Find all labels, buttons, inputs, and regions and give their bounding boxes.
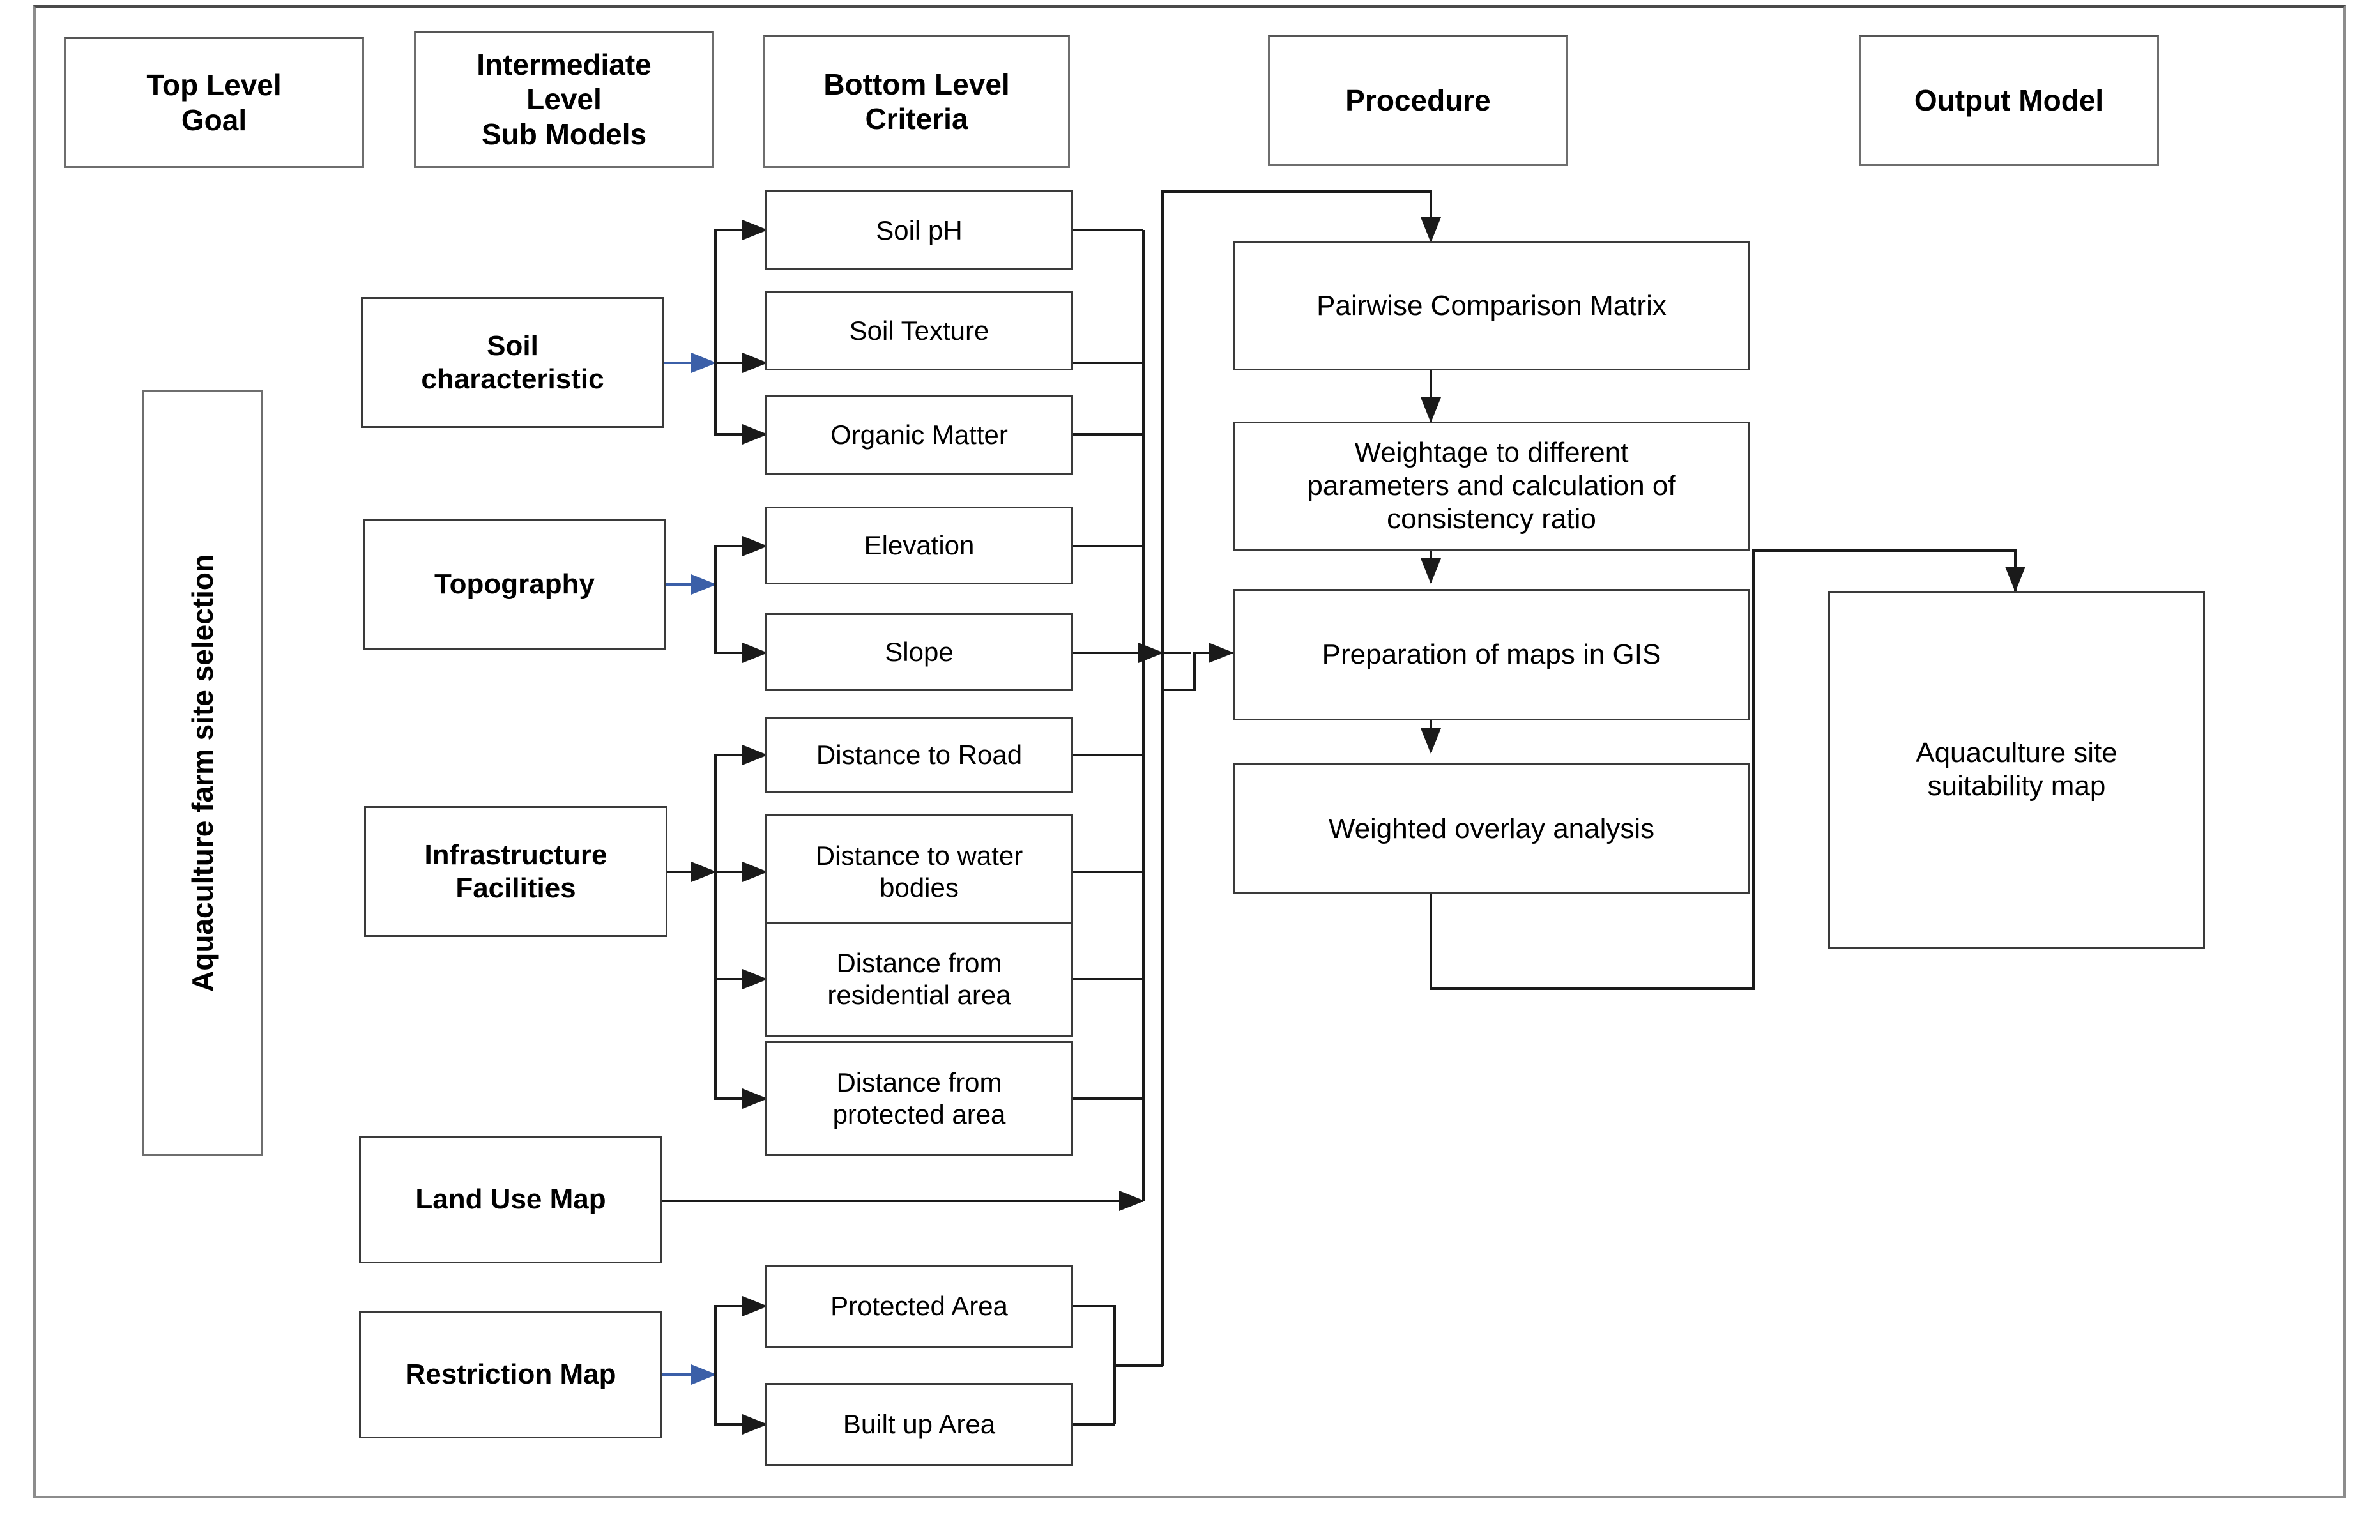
criteria-built-up-area: Built up Area <box>765 1383 1073 1466</box>
column-header-label: Top Level Goal <box>146 68 282 137</box>
goal-box: Aquaculture farm site selection <box>142 390 263 1156</box>
criteria-distance-to-road: Distance to Road <box>765 717 1073 793</box>
column-header-top-level-goal: Top Level Goal <box>64 37 364 168</box>
criteria-label: Built up Area <box>843 1409 996 1440</box>
criteria-organic-matter: Organic Matter <box>765 395 1073 475</box>
sub-model-label: Infrastructure Facilities <box>424 839 607 904</box>
criteria-label: Soil Texture <box>849 315 989 346</box>
sub-model-infrastructure-facilities: Infrastructure Facilities <box>364 806 667 937</box>
sub-model-label: Soil characteristic <box>421 330 604 395</box>
procedure-weightage-consistency-ratio: Weightage to different parameters and ca… <box>1233 422 1750 551</box>
criteria-label: Distance to Road <box>816 740 1023 770</box>
column-header-label: Intermediate Level Sub Models <box>477 48 652 151</box>
sub-model-label: Restriction Map <box>405 1359 616 1391</box>
criteria-protected-area: Protected Area <box>765 1265 1073 1348</box>
column-header-bottom-level-criteria: Bottom Level Criteria <box>763 35 1070 168</box>
criteria-label: Organic Matter <box>830 419 1008 450</box>
procedure-pairwise-comparison-matrix: Pairwise Comparison Matrix <box>1233 241 1750 370</box>
criteria-label: Distance from residential area <box>827 948 1011 1010</box>
criteria-label: Protected Area <box>830 1291 1008 1322</box>
procedure-label: Preparation of maps in GIS <box>1322 639 1661 671</box>
column-header-output-model: Output Model <box>1859 35 2159 166</box>
criteria-soil-texture: Soil Texture <box>765 291 1073 370</box>
column-header-procedure: Procedure <box>1268 35 1568 166</box>
sub-model-label: Land Use Map <box>415 1184 606 1216</box>
criteria-distance-from-protected-area: Distance from protected area <box>765 1041 1073 1156</box>
sub-model-soil-characteristic: Soil characteristic <box>361 297 664 428</box>
criteria-soil-ph: Soil pH <box>765 190 1073 270</box>
criteria-label: Slope <box>885 637 954 667</box>
sub-model-land-use-map: Land Use Map <box>359 1136 662 1263</box>
criteria-label: Soil pH <box>876 215 963 245</box>
column-header-label: Output Model <box>1914 84 2104 118</box>
sub-model-restriction-map: Restriction Map <box>359 1311 662 1438</box>
criteria-distance-to-water-bodies: Distance to water bodies <box>765 814 1073 929</box>
procedure-label: Weighted overlay analysis <box>1328 812 1655 844</box>
output-label: Aquaculture site suitability map <box>1916 737 2117 802</box>
output-aquaculture-site-suitability-map: Aquaculture site suitability map <box>1828 591 2205 949</box>
column-header-intermediate-level: Intermediate Level Sub Models <box>414 31 714 168</box>
column-header-label: Procedure <box>1345 84 1491 118</box>
criteria-slope: Slope <box>765 613 1073 691</box>
column-header-label: Bottom Level Criteria <box>823 67 1010 135</box>
criteria-elevation: Elevation <box>765 507 1073 584</box>
goal-label: Aquaculture farm site selection <box>185 554 219 992</box>
procedure-label: Weightage to different parameters and ca… <box>1307 437 1676 535</box>
procedure-label: Pairwise Comparison Matrix <box>1316 290 1667 322</box>
sub-model-topography: Topography <box>363 519 666 650</box>
sub-model-label: Topography <box>434 568 595 600</box>
procedure-preparation-of-maps-in-gis: Preparation of maps in GIS <box>1233 589 1750 720</box>
criteria-label: Distance to water bodies <box>815 841 1023 903</box>
procedure-weighted-overlay-analysis: Weighted overlay analysis <box>1233 763 1750 894</box>
criteria-distance-from-residential-area: Distance from residential area <box>765 922 1073 1037</box>
criteria-label: Elevation <box>864 530 975 561</box>
criteria-label: Distance from protected area <box>832 1067 1006 1129</box>
